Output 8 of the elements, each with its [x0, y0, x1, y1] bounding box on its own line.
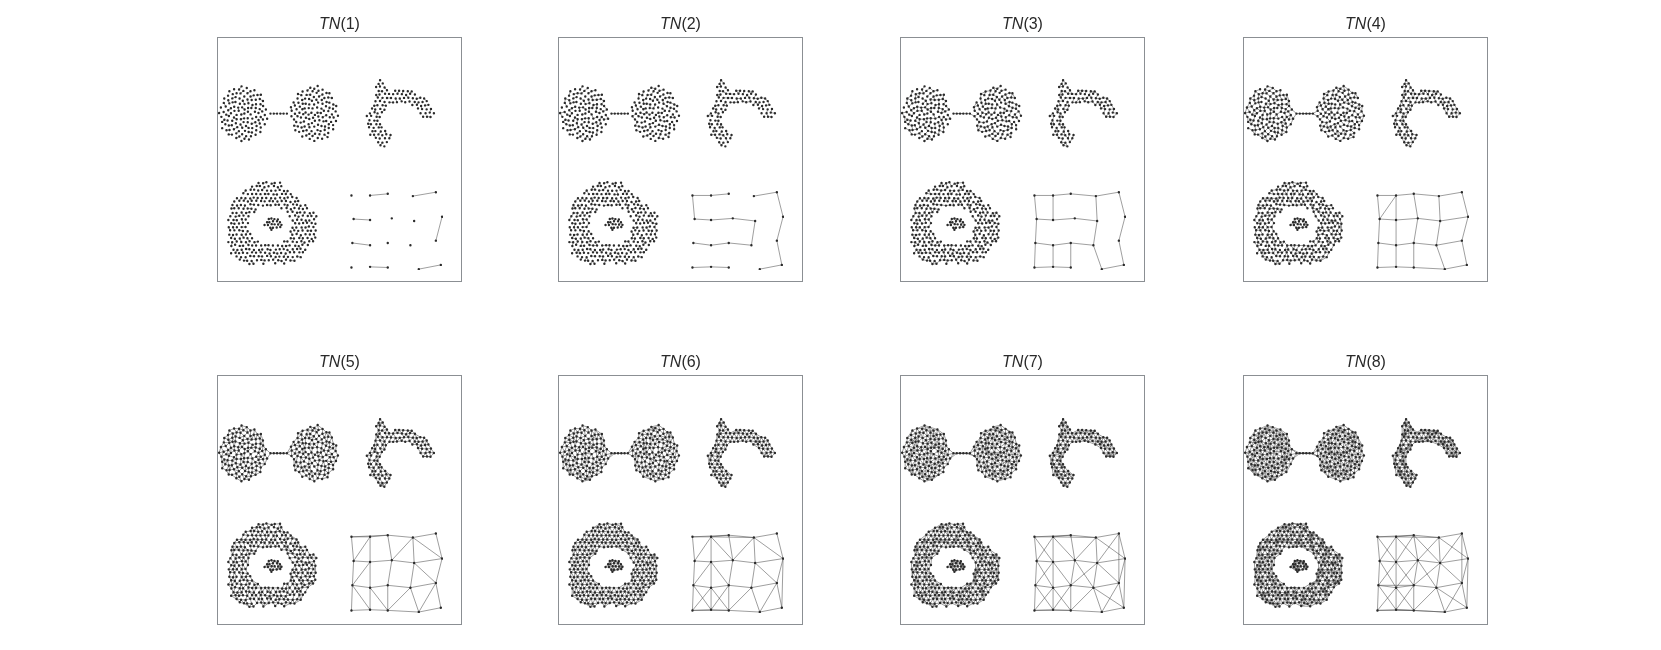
panel-title: TN(6)	[660, 352, 701, 371]
panel-title: TN(3)	[1002, 14, 1043, 33]
panel-title: TN(1)	[319, 14, 360, 33]
panel-title: TN(5)	[319, 352, 360, 371]
panel-title: TN(2)	[660, 14, 701, 33]
panel-title: TN(4)	[1345, 14, 1386, 33]
panel-title: TN(8)	[1345, 352, 1386, 371]
panel-title: TN(7)	[1002, 352, 1043, 371]
